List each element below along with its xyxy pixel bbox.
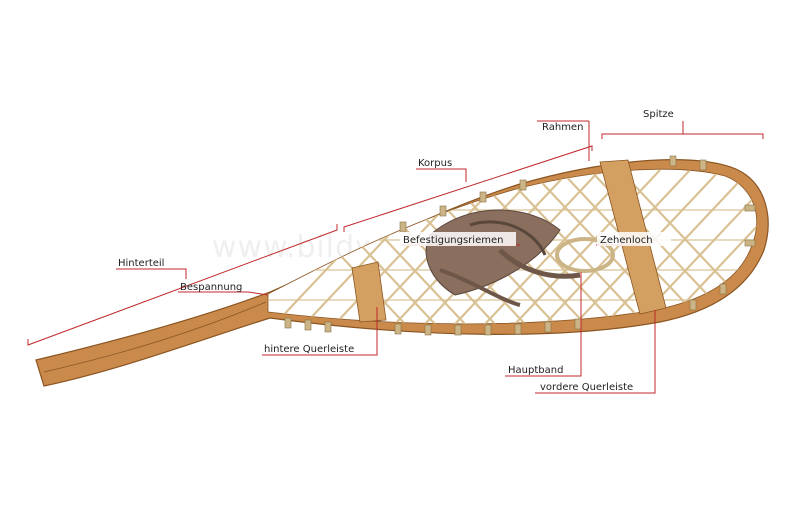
- label-hinterteil: Hinterteil: [118, 258, 164, 269]
- label-befestigungsriemen: Befestigungsriemen: [403, 235, 503, 246]
- label-zehenloch: Zehenloch: [600, 235, 653, 246]
- snowshoe-frame: [36, 160, 768, 386]
- label-korpus: Korpus: [418, 158, 452, 169]
- label-bespannung: Bespannung: [180, 282, 242, 293]
- label-hintere-querleiste: hintere Querleiste: [264, 344, 354, 355]
- label-vordere-querleiste: vordere Querleiste: [540, 382, 633, 393]
- label-spitze: Spitze: [643, 109, 674, 120]
- label-rahmen: Rahmen: [542, 122, 583, 133]
- label-hauptband: Hauptband: [508, 365, 563, 376]
